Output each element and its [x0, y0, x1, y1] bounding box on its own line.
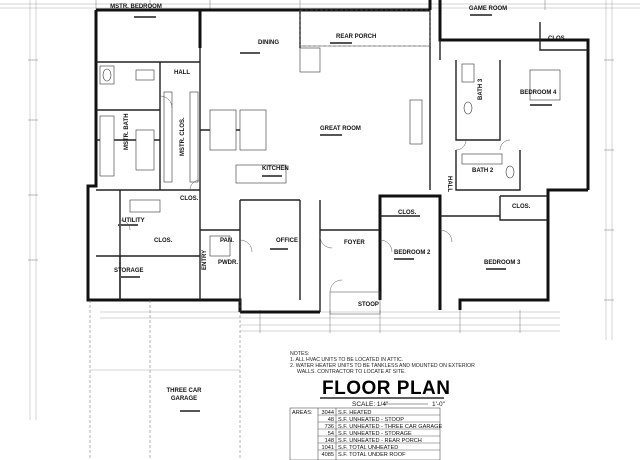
room-label-bath-2: BATH 2 — [472, 168, 494, 174]
room-label-kitchen: KITCHEN — [262, 166, 289, 172]
room-label-garage-2: GARAGE — [171, 396, 197, 402]
area-value-0: 3044 — [322, 410, 334, 416]
garage-outline — [89, 300, 241, 460]
notes-line-2: 2. WATER HEATER UNITS TO BE TANKLESS AND… — [290, 363, 475, 369]
area-desc-1: S.F. UNHEATED - STOOP — [338, 417, 404, 423]
room-label-stoop: STOOP — [358, 302, 379, 308]
room-label-hall-top: HALL — [174, 70, 190, 76]
room-label-game-room: GAME ROOM — [469, 6, 507, 12]
notes-heading: NOTES: — [290, 351, 309, 357]
fixtures — [99, 47, 561, 257]
area-value-1: 48 — [328, 417, 334, 423]
room-labels: MSTR. BEDROOM GAME ROOM DINING REAR PORC… — [110, 4, 567, 402]
area-desc-5: S.F. TOTAL UNHEATED — [338, 445, 398, 451]
room-label-entry: ENTRY — [202, 250, 208, 270]
notes-line-1: 1. ALL HVAC UNITS TO BE LOCATED IN ATTIC… — [290, 357, 403, 363]
interior-walls — [96, 10, 588, 312]
room-label-foyer: FOYER — [344, 240, 365, 246]
room-label-utility: UTILITY — [122, 218, 145, 224]
room-label-closet-ne: CLOS. — [548, 36, 567, 42]
room-label-clos-b: CLOS. — [154, 238, 173, 244]
room-label-great-room: GREAT ROOM — [320, 126, 361, 132]
dimension-lines — [0, 0, 640, 420]
room-label-bedroom-4: BEDROOM 4 — [520, 90, 557, 96]
room-label-clos-c: CLOS. — [398, 210, 417, 216]
notes-block: NOTES: 1. ALL HVAC UNITS TO BE LOCATED I… — [290, 351, 475, 375]
room-label-bedroom-3: BEDROOM 3 — [484, 260, 521, 266]
room-label-storage: STORAGE — [114, 268, 144, 274]
room-size-marks — [118, 14, 552, 412]
room-label-bath-3: BATH 3 — [478, 78, 484, 100]
room-label-mstr-bedroom: MSTR. BEDROOM — [110, 4, 162, 10]
room-label-rear-porch: REAR PORCH — [336, 34, 376, 40]
door-swings — [119, 95, 511, 293]
title-block: FLOOR PLAN SCALE: 1/4" 1'-0" — [320, 378, 451, 408]
notes-line-3: WALLS. CONTRACTOR TO LOCATE AT SITE. — [297, 369, 406, 375]
plan-title: FLOOR PLAN — [322, 378, 451, 399]
area-value-3: 54 — [328, 431, 334, 437]
porch-stoop — [299, 9, 431, 315]
room-label-mstr-bath: MSTR. BATH — [124, 113, 130, 150]
area-value-2: 736 — [325, 424, 334, 430]
area-desc-4: S.F. UNHEATED - REAR PORCH — [338, 438, 422, 444]
scale-label: SCALE: 1/4" — [352, 401, 389, 408]
room-label-clos-a: CLOS. — [180, 196, 199, 202]
area-value-5: 1041 — [322, 445, 334, 451]
room-label-bedroom-2: BEDROOM 2 — [394, 250, 431, 256]
area-value-6: 4085 — [322, 452, 334, 458]
room-label-mstr-clos: MSTR. CLOS. — [180, 117, 186, 156]
scale-value: 1'-0" — [432, 401, 446, 408]
area-desc-3: S.F. UNHEATED - STORAGE — [338, 431, 412, 437]
area-desc-0: S.F. HEATED — [338, 410, 371, 416]
area-value-4: 148 — [325, 438, 334, 444]
room-label-pwdr: PWDR. — [218, 260, 238, 266]
room-label-pan: PAN. — [220, 238, 234, 244]
area-desc-6: S.F. TOTAL UNDER ROOF — [338, 452, 406, 458]
areas-label: AREAS: — [292, 410, 313, 416]
room-label-hall-mid: HALL — [446, 176, 452, 192]
room-label-garage-1: THREE CAR — [166, 388, 202, 394]
area-desc-2: S.F. UNHEATED - THREE CAR GARAGE — [338, 424, 442, 430]
areas-table: AREAS: 3044 S.F. HEATED 48 S.F. UNHEATED… — [289, 407, 442, 460]
room-label-clos-d: CLOS. — [512, 204, 531, 210]
room-label-office: OFFICE — [276, 238, 298, 244]
room-label-dining: DINING — [258, 40, 279, 46]
